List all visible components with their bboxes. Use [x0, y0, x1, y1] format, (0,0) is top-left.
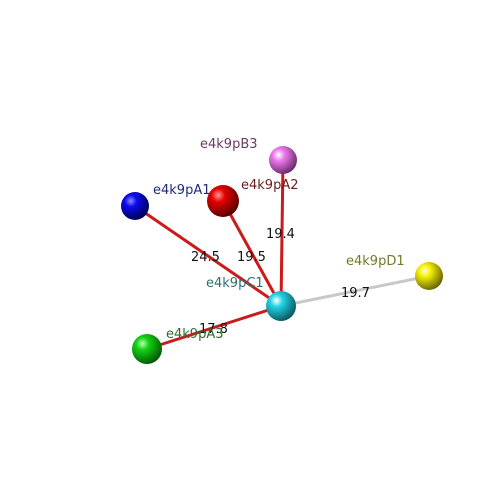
- node-A2[interactable]: [207, 185, 239, 217]
- edge-A1[interactable]: [134, 204, 282, 308]
- distance-label-A3: 17.8: [199, 322, 228, 337]
- node-A1[interactable]: [121, 192, 149, 220]
- node-A3[interactable]: [132, 334, 162, 364]
- node-label-D1: e4k9pD1: [346, 254, 405, 269]
- distance-label-D1: 19.7: [341, 286, 370, 301]
- node-label-center: e4k9pC1: [206, 276, 264, 291]
- distance-label-A1: 24.5: [191, 250, 220, 265]
- node-label-A3: e4k9pA3: [166, 327, 223, 342]
- edge-A3[interactable]: [146, 304, 282, 351]
- node-label-A1: e4k9pA1: [153, 183, 210, 198]
- node-center[interactable]: [266, 291, 296, 321]
- distance-label-A2: 19.5: [237, 250, 266, 265]
- edges: [134, 159, 430, 351]
- node-D1[interactable]: [415, 262, 443, 290]
- edge-B3[interactable]: [279, 159, 285, 307]
- nodes: [121, 146, 443, 364]
- edge-D1[interactable]: [280, 274, 430, 308]
- node-label-A2: e4k9pA2: [241, 178, 298, 193]
- node-label-B3: e4k9pB3: [200, 137, 258, 152]
- node-B3[interactable]: [269, 146, 297, 174]
- distance-labels: 24.5 19.5 19.4 19.7 17.8: [191, 227, 370, 337]
- node-labels: e4k9pB3 e4k9pA1 e4k9pA2 e4k9pD1 e4k9pC1 …: [153, 137, 405, 342]
- distance-label-B3: 19.4: [266, 227, 295, 242]
- edge-A2[interactable]: [221, 200, 283, 307]
